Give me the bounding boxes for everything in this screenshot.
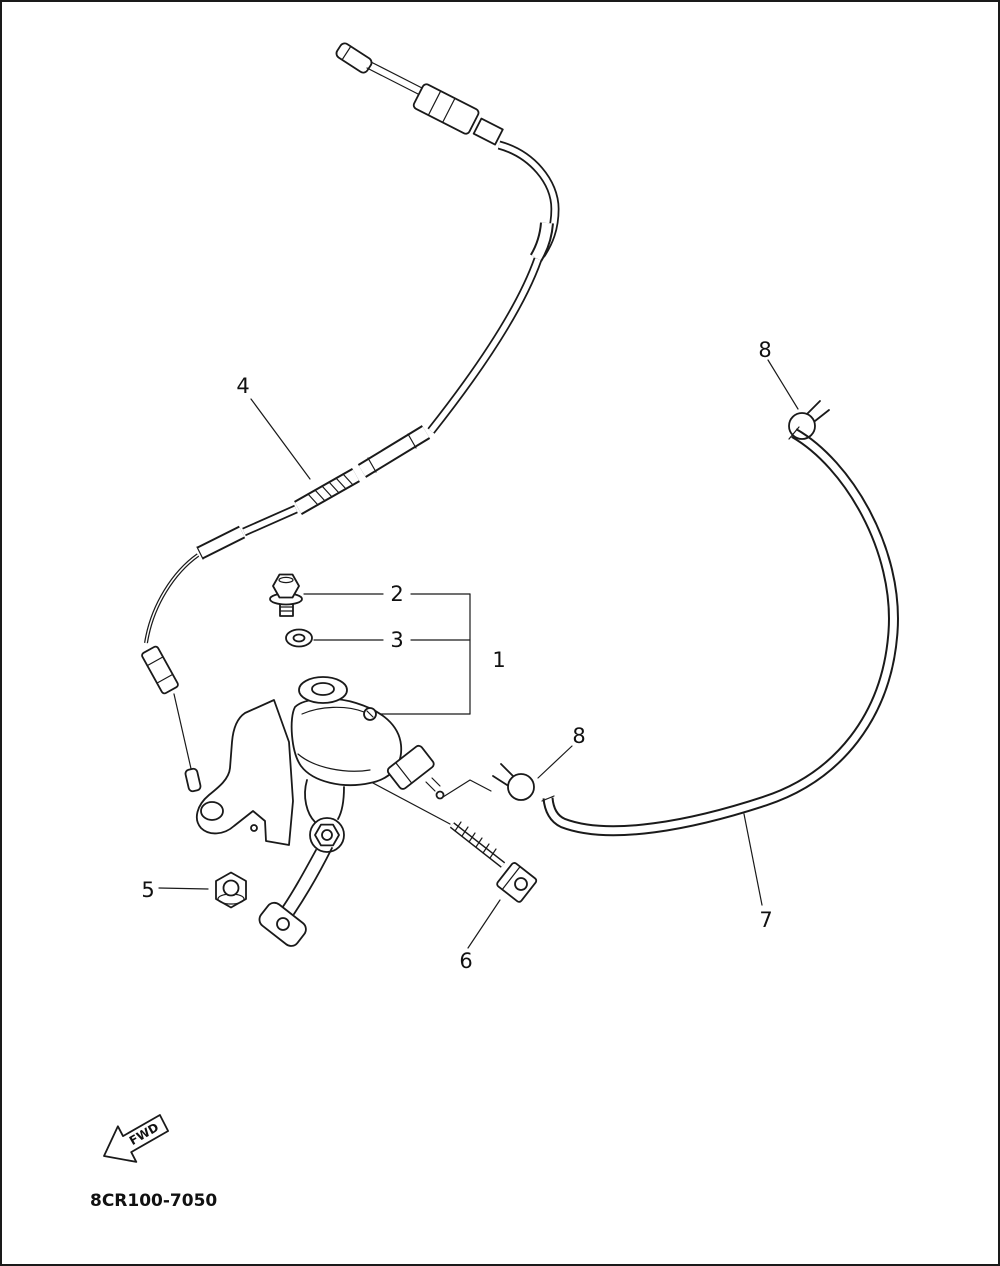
screw-threads [454,821,497,859]
inner-cable-lower [144,553,200,644]
hose-clamp-upper [788,400,830,440]
outlet-fitting [386,744,435,790]
socket-screw [449,821,538,903]
callout-8-upper: 8 [758,338,771,362]
cable-nipple [472,117,504,146]
leader-lines [158,359,799,949]
washer [285,628,313,648]
pump-cable-assembly [141,42,560,793]
pump-lever [279,849,317,912]
part-code-label: 8CR100-7050 [90,1191,217,1211]
callout-6: 6 [459,949,472,973]
bracket-hole [200,801,224,821]
cable-wire-top [366,67,421,96]
callout-5: 5 [141,878,154,902]
hose-clamp-lower [492,763,535,801]
cable-top-barrel [335,42,373,74]
cable-sheath-run [427,257,543,434]
socket-hole [514,877,528,891]
breather-hose [541,426,899,837]
callout-2: 2 [390,582,403,606]
cable-lower-fitting [141,645,179,695]
cable-adjuster [412,83,480,135]
callout-3: 3 [390,628,403,652]
outlet-nipple [425,777,441,792]
cable-bottom-barrel [184,767,202,793]
mounting-bracket [195,699,294,846]
fwd-arrow: FWD [103,1114,170,1163]
callout-1: 1 [492,648,505,672]
oil-pump-assembly [195,676,445,947]
callout-8-lower: 8 [572,724,585,748]
thread-hatching [307,473,354,506]
cable-wire-bottom [173,693,193,774]
flange-nut [215,871,247,909]
callout-4: 4 [236,374,249,398]
bolt [269,573,303,617]
callout-7: 7 [759,908,772,932]
